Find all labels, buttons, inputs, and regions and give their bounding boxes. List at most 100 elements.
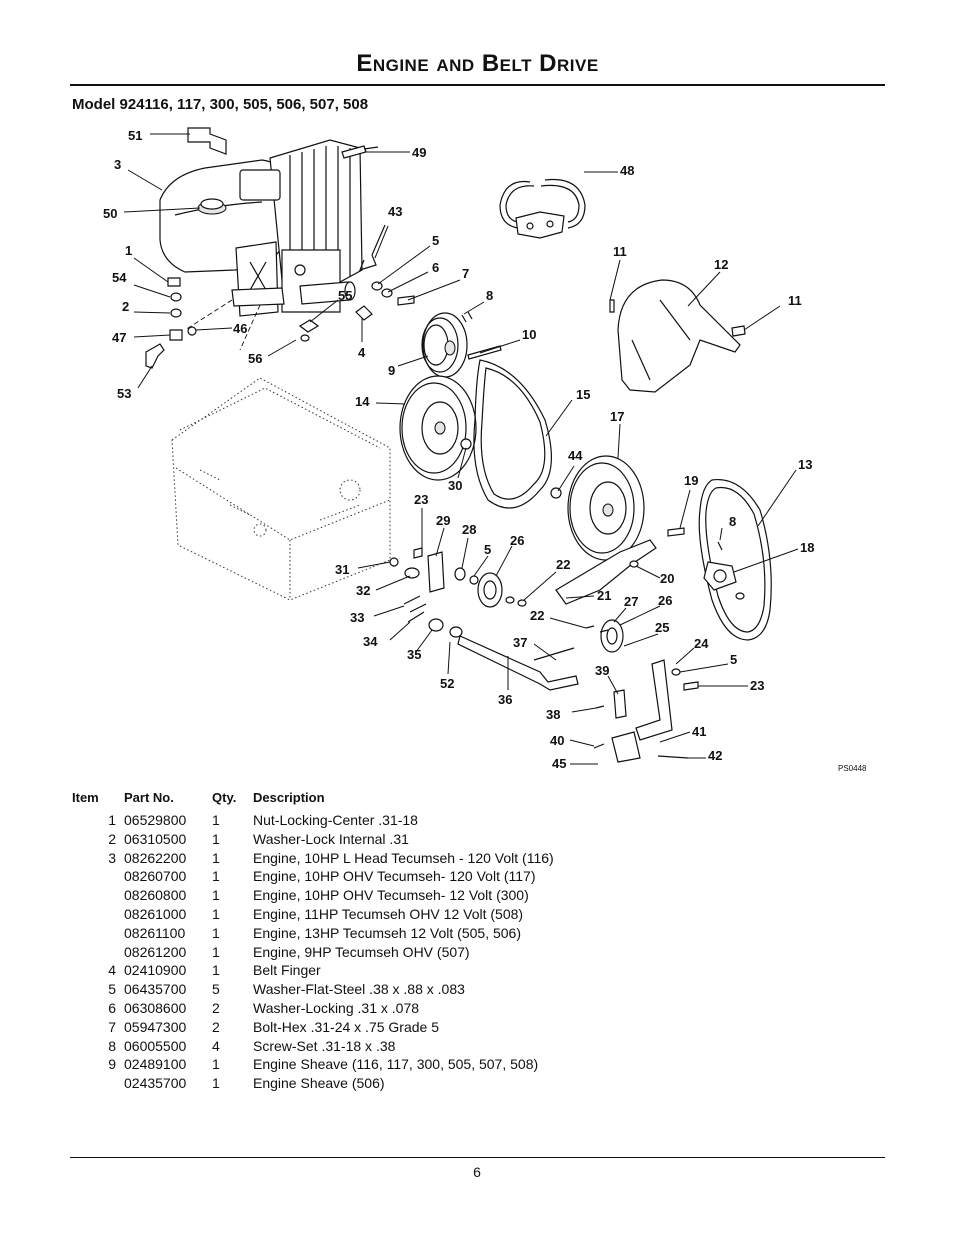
description-cell: Engine Sheave (506) <box>253 1075 385 1092</box>
callout: 48 <box>620 163 634 178</box>
callout: 24 <box>694 636 709 651</box>
item-cell <box>72 943 116 962</box>
callout: 14 <box>355 394 370 409</box>
callout: 22 <box>530 608 544 623</box>
footer-rule <box>70 1157 885 1158</box>
qty-cell: 1 <box>212 887 220 904</box>
callout: 45 <box>552 756 566 771</box>
qty-cell: 1 <box>212 1075 220 1092</box>
item-cell: 7 <box>108 1018 116 1035</box>
description-cell: Bolt-Hex .31-24 x .75 Grade 5 <box>253 1018 439 1035</box>
qty-cell: 5 <box>212 981 220 998</box>
part-no-cell: 06308600 <box>124 999 187 1016</box>
callout: 4 <box>358 345 366 360</box>
callout: 10 <box>522 327 536 342</box>
callout: 19 <box>684 473 698 488</box>
callout: 46 <box>233 321 247 336</box>
callout: 53 <box>117 386 131 401</box>
table-header-row: Item Part No. Qty. Description <box>72 790 554 811</box>
callout: 43 <box>388 204 402 219</box>
callout: 7 <box>462 266 469 281</box>
qty-cell: 1 <box>212 830 220 847</box>
part-no-cell: 02435700 <box>124 1075 187 1092</box>
description-cell: Engine, 11HP Tecumseh OHV 12 Volt (508) <box>253 905 524 922</box>
part-no-cell: 02410900 <box>124 962 187 979</box>
item-cell: 3 <box>108 849 116 866</box>
description-cell: Nut-Locking-Center .31-18 <box>253 812 418 828</box>
callout: 2 <box>122 299 129 314</box>
callout: 31 <box>335 562 349 577</box>
callout: 22 <box>556 557 570 572</box>
callout: 18 <box>800 540 814 555</box>
callout: 41 <box>692 724 706 739</box>
part-no-cell: 08261100 <box>124 924 186 941</box>
callout: 38 <box>546 707 560 722</box>
callout: 34 <box>363 634 378 649</box>
callout: 17 <box>610 409 624 424</box>
callout: 11 <box>613 244 627 259</box>
callout: 9 <box>388 363 395 378</box>
item-cell: 9 <box>108 1056 116 1073</box>
callout: 37 <box>513 635 527 650</box>
callout: 21 <box>597 588 611 603</box>
callout: 29 <box>436 513 450 528</box>
callout: 26 <box>510 533 524 548</box>
qty-cell: 1 <box>212 1056 220 1073</box>
page-title: Engine and Belt Drive <box>356 50 599 77</box>
description-cell: Screw-Set .31-18 x .38 <box>253 1037 396 1054</box>
callout: 20 <box>660 571 674 586</box>
header-qty: Qty. <box>212 790 237 805</box>
item-cell <box>72 886 116 905</box>
qty-cell: 1 <box>212 962 220 979</box>
part-no-cell: 02489100 <box>124 1056 187 1073</box>
qty-cell: 1 <box>212 924 220 941</box>
callout: 11 <box>788 293 802 308</box>
part-no-cell: 08261000 <box>124 905 187 922</box>
callout: 6 <box>432 260 439 275</box>
leader-lines <box>123 133 799 765</box>
callout: 55 <box>338 288 352 303</box>
part-no-cell: 06435700 <box>124 981 187 998</box>
qty-cell: 2 <box>212 1018 220 1035</box>
item-cell <box>72 867 116 886</box>
header-item: Item <box>72 790 99 805</box>
callout: 26 <box>658 593 672 608</box>
item-cell <box>72 924 116 943</box>
small-hardware-drawings <box>145 127 502 369</box>
callout: 15 <box>576 387 590 402</box>
callout: 51 <box>128 128 142 143</box>
callout: 1 <box>125 243 132 258</box>
model-heading: Model 924116, 117, 300, 505, 506, 507, 5… <box>72 96 369 113</box>
item-cell: 1 <box>108 812 116 828</box>
part-no-cell: 08260800 <box>124 887 187 904</box>
callout: 54 <box>112 270 127 285</box>
description-cell: Engine, 9HP Tecumseh OHV (507) <box>253 943 470 960</box>
callout: 36 <box>498 692 512 707</box>
part-no-cell: 06529800 <box>124 812 187 828</box>
callout: 35 <box>407 647 421 662</box>
belt-cover-drawing <box>609 279 746 393</box>
table-row: 02435700 1 Engine Sheave (506) <box>72 1074 554 1093</box>
housing-frame-drawing <box>171 377 391 601</box>
callout: 5 <box>432 233 439 248</box>
parts-table: Item Part No. Qty. Description 1 06529800… <box>72 790 554 1093</box>
callout: 5 <box>484 542 491 557</box>
header-part-no: Part No. <box>124 790 174 805</box>
description-cell: Engine, 10HP OHV Tecumseh- 12 Volt (300) <box>253 887 529 904</box>
callout: 12 <box>714 257 728 272</box>
item-cell <box>72 905 116 924</box>
callout: 8 <box>486 288 493 303</box>
part-no-cell: 06310500 <box>124 830 187 847</box>
callout: 50 <box>103 206 117 221</box>
callout: 47 <box>112 330 126 345</box>
